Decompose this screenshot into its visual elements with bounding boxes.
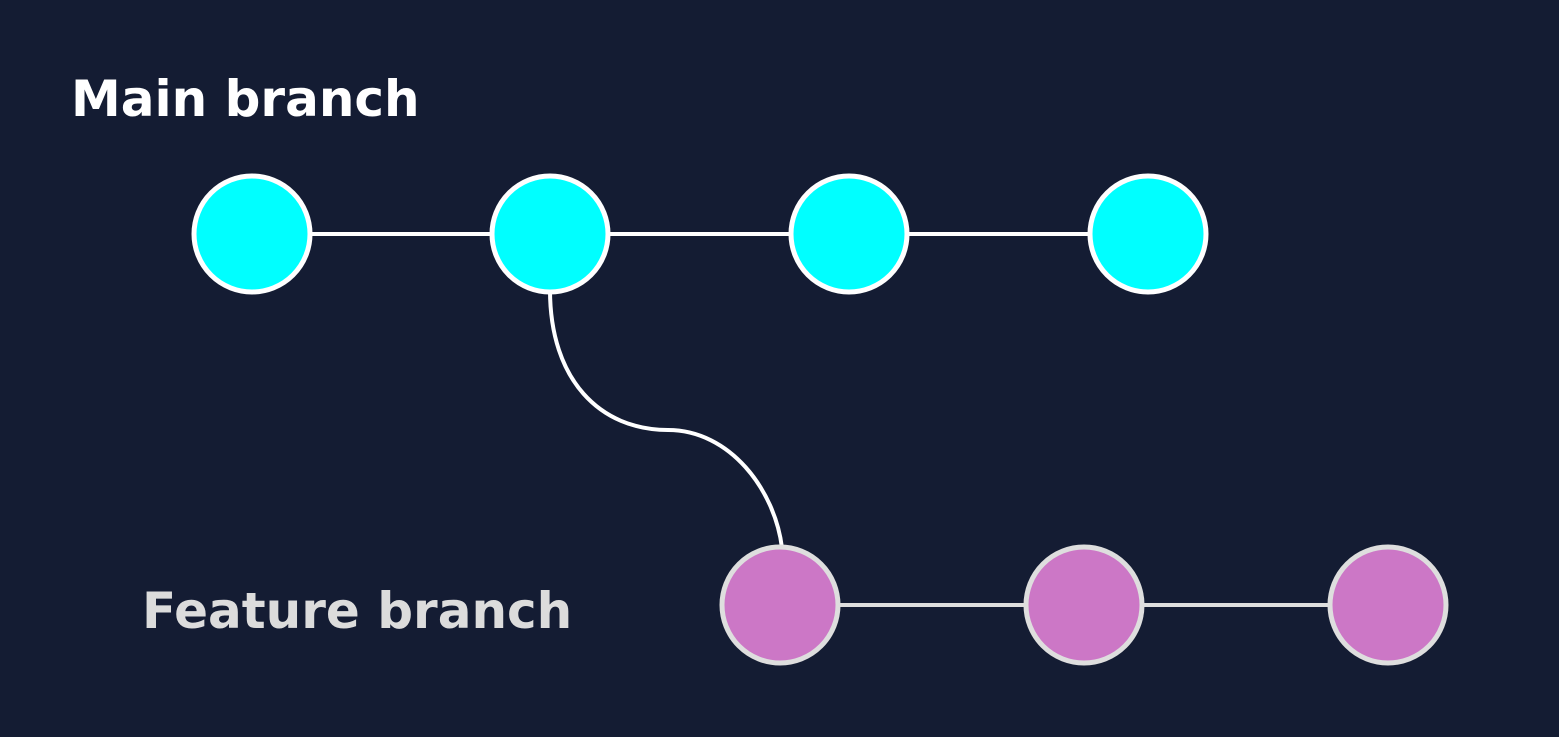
- main-commit-node-1: [191, 173, 313, 295]
- feature-commit-node-2: [1023, 544, 1145, 666]
- main-commit-node-3: [788, 173, 910, 295]
- main-commit-node-4: [1087, 173, 1209, 295]
- feature-commit-node-3: [1327, 544, 1449, 666]
- main-branch-label: Main branch: [71, 70, 420, 128]
- feature-commit-node-1: [719, 544, 841, 666]
- branch-off-curve: [548, 289, 784, 549]
- feature-branch-label: Feature branch: [142, 582, 573, 640]
- main-commit-node-2: [489, 173, 611, 295]
